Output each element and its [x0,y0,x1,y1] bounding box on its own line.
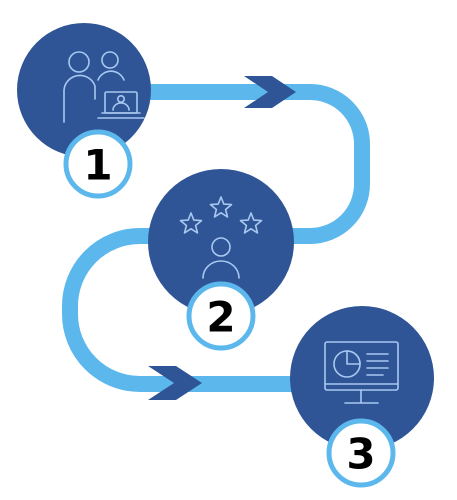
step-circle [148,169,294,315]
step-number: 1 [83,141,112,190]
step-number-badge [63,129,133,199]
step-number-badge [326,418,396,488]
connector-path [62,84,370,392]
people-with-laptop-icon [63,51,145,123]
person-rating-stars-icon [179,196,263,279]
step-2: 2 [148,169,294,351]
chevron-arrow-right-icon [148,366,202,400]
monitor-pie-chart-icon [324,341,399,404]
step-1: 1 [17,23,151,199]
step-number-badge [186,281,256,351]
chevron-arrow-right-icon [244,76,296,108]
step-3: 3 [290,306,434,488]
step-number: 3 [346,430,375,479]
step-number: 2 [206,293,235,342]
